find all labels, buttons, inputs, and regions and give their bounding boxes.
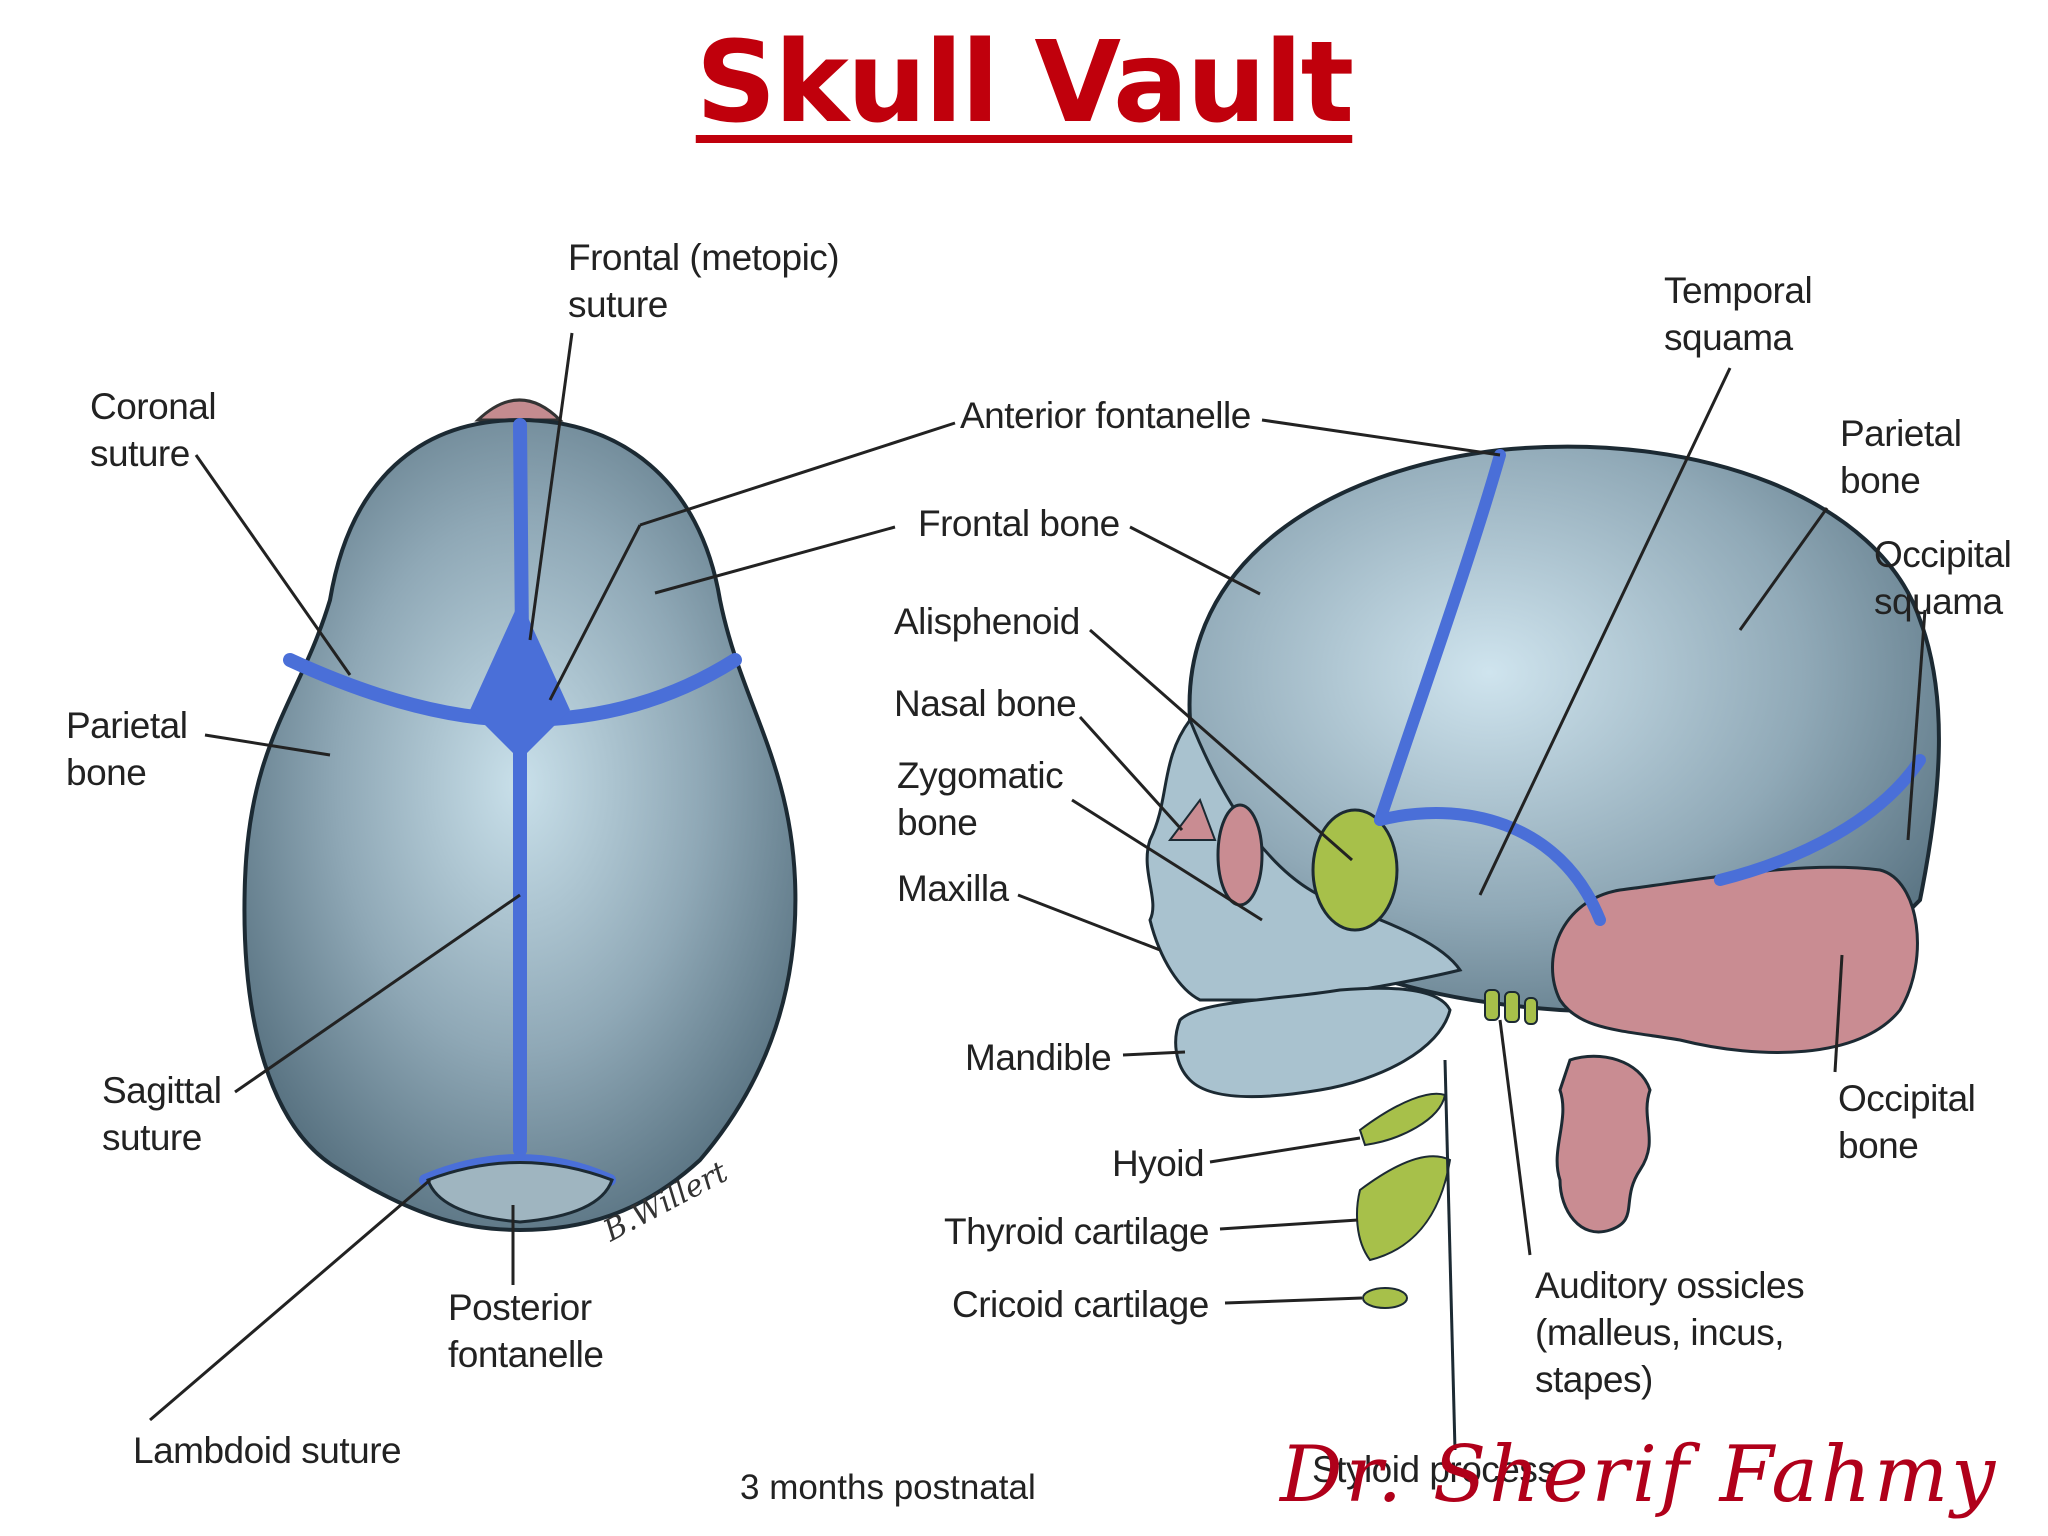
label-maxilla: Maxilla — [897, 868, 1009, 909]
lambdoid-suture-side — [1714, 754, 1926, 886]
label-posterior-fontanelle: Posterior fontanelle — [448, 1284, 604, 1378]
anterior-fontanelle-top — [470, 600, 570, 760]
posterior-fontanelle-top — [426, 1161, 614, 1224]
label-occipital-squama: Occipital squama — [1874, 531, 2012, 625]
label-sagittal-suture-l2: suture — [102, 1117, 202, 1158]
author-watermark: Dr. Sherif Fahmy — [1280, 1430, 1999, 1520]
label-zygomatic-bone-l1: Zygomatic — [897, 755, 1064, 796]
side-sutures — [1374, 449, 1926, 926]
label-occipital-bone-l1: Occipital — [1838, 1078, 1976, 1119]
label-mandible: Mandible — [965, 1037, 1112, 1078]
label-coronal-suture: Coronal suture — [90, 383, 217, 477]
label-nasal-bone: Nasal bone — [894, 683, 1077, 724]
label-frontal-suture-l1: Frontal (metopic) — [568, 237, 840, 278]
label-auditory-ossicles-l3: stapes) — [1535, 1359, 1653, 1400]
label-alisphenoid: Alisphenoid — [894, 601, 1080, 642]
coronal-suture-side — [1374, 449, 1506, 826]
label-coronal-suture-l1: Coronal — [90, 386, 217, 427]
label-hyoid: Hyoid — [1112, 1143, 1205, 1184]
label-thyroid-cartilage: Thyroid cartilage — [944, 1211, 1210, 1252]
ossicles-shape — [1484, 989, 1538, 1025]
label-zygomatic-bone: Zygomatic bone — [897, 752, 1064, 846]
label-parietal-bone-side: Parietal bone — [1840, 410, 1962, 504]
thyroid-cartilage-shape — [1356, 1155, 1452, 1262]
label-parietal-bone-top-l1: Parietal — [66, 705, 188, 746]
label-parietal-bone-side-l2: bone — [1840, 460, 1921, 501]
label-auditory-ossicles-l2: (malleus, incus, — [1535, 1312, 1785, 1353]
alisphenoid-shape — [1311, 808, 1399, 932]
label-zygomatic-bone-l2: bone — [897, 802, 978, 843]
nasal-tip — [474, 398, 564, 422]
top-view-skull — [242, 398, 798, 1233]
label-auditory-ossicles-l1: Auditory ossicles — [1535, 1265, 1805, 1306]
side-view-skull — [1145, 444, 1941, 1451]
squamosal-suture — [1374, 807, 1606, 926]
label-cricoid-cartilage: Cricoid cartilage — [952, 1284, 1209, 1325]
label-occipital-bone-l2: bone — [1838, 1125, 1919, 1166]
label-temporal-squama-l2: squama — [1664, 317, 1793, 358]
mandible-shape — [1174, 986, 1452, 1099]
label-parietal-bone-side-l1: Parietal — [1840, 413, 1962, 454]
hyoid-shape — [1358, 1092, 1447, 1147]
page-title: Skull Vault — [695, 18, 1354, 148]
styloid-process-shape — [1443, 1059, 1457, 1451]
label-parietal-bone-top-l2: bone — [66, 752, 147, 793]
label-posterior-fontanelle-l2: fontanelle — [448, 1334, 604, 1375]
label-parietal-bone-top: Parietal bone — [66, 702, 188, 796]
label-posterior-fontanelle-l1: Posterior — [448, 1287, 592, 1328]
label-temporal-squama: Temporal squama — [1664, 267, 1813, 361]
zygomatic-shape — [1216, 803, 1264, 907]
label-frontal-bone: Frontal bone — [918, 503, 1120, 544]
vertebrae-shape — [1555, 1054, 1652, 1234]
label-frontal-suture-l2: suture — [568, 284, 668, 325]
label-occipital-squama-l2: squama — [1874, 581, 2003, 622]
label-styloid-process: Styloid process — [1312, 1449, 1556, 1490]
caption: 3 months postnatal — [740, 1468, 1036, 1507]
label-sagittal-suture: Sagittal suture — [102, 1067, 222, 1161]
label-coronal-suture-l2: suture — [90, 433, 190, 474]
cricoid-cartilage-shape — [1362, 1287, 1408, 1309]
label-auditory-ossicles: Auditory ossicles (malleus, incus, stape… — [1535, 1262, 1805, 1403]
label-lambdoid-suture: Lambdoid suture — [133, 1430, 402, 1471]
label-anterior-fontanelle: Anterior fontanelle — [960, 395, 1251, 436]
leader-lines — [149, 332, 1927, 1422]
occipital-bone-shape — [1551, 865, 1919, 1054]
label-occipital-bone: Occipital bone — [1838, 1075, 1976, 1169]
label-sagittal-suture-l1: Sagittal — [102, 1070, 222, 1111]
label-temporal-squama-l1: Temporal — [1664, 270, 1813, 311]
label-frontal-suture: Frontal (metopic) suture — [568, 234, 840, 328]
label-occipital-squama-l1: Occipital — [1874, 534, 2012, 575]
